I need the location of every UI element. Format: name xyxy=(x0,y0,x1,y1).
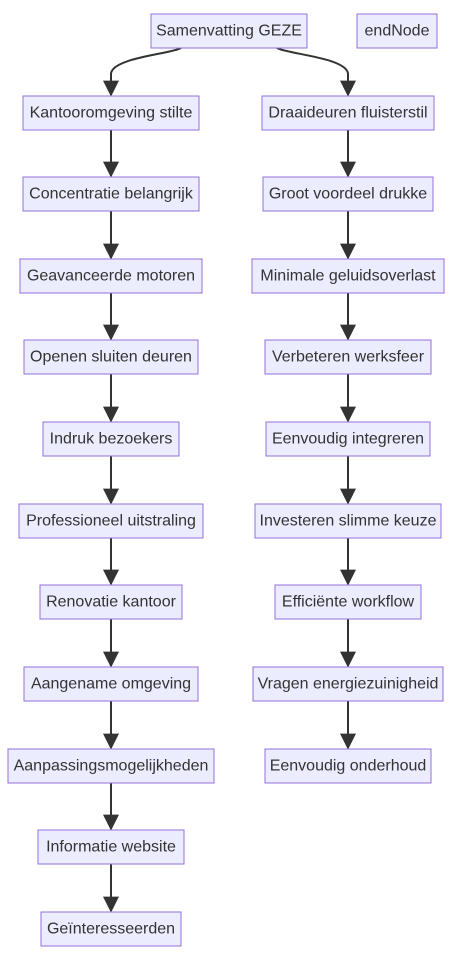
node-box xyxy=(23,339,199,375)
node-box xyxy=(22,95,200,131)
node-box xyxy=(274,584,422,620)
node-label: Geïnteresseerden xyxy=(47,921,175,938)
node-l7: Renovatie kantoor xyxy=(39,584,183,620)
node-box xyxy=(37,829,185,865)
node-l5: Indruk bezoekers xyxy=(42,421,180,457)
node-box xyxy=(39,584,183,620)
node-r3: Minimale geluidsoverlast xyxy=(251,258,445,294)
node-end: endNode xyxy=(356,13,438,49)
node-l4: Openen sluiten deuren xyxy=(23,339,199,375)
node-box xyxy=(264,748,432,784)
node-label: Verbeteren werksfeer xyxy=(272,349,425,366)
node-label: Geavanceerde motoren xyxy=(27,268,195,285)
node-label: Kantooromgeving stilte xyxy=(30,105,193,122)
node-l11: Geïnteresseerden xyxy=(40,911,182,947)
node-l8: Aangename omgeving xyxy=(23,666,199,702)
node-label: Minimale geluidsoverlast xyxy=(260,268,436,285)
edge-summary-to-l1 xyxy=(103,47,182,97)
node-box xyxy=(19,258,203,294)
node-label: Samenvatting GEZE xyxy=(156,23,302,40)
node-box xyxy=(7,748,215,784)
node-label: Openen sluiten deuren xyxy=(30,349,192,366)
node-label: Professioneel uitstraling xyxy=(26,513,196,530)
node-label: Aangename omgeving xyxy=(31,676,191,693)
node-summary: Samenvatting GEZE xyxy=(150,13,308,49)
node-box xyxy=(18,503,204,539)
node-label: Aanpassingsmogelijkheden xyxy=(14,758,209,775)
node-r5: Eenvoudig integreren xyxy=(265,421,431,457)
node-l1: Kantooromgeving stilte xyxy=(22,95,200,131)
node-label: Informatie website xyxy=(46,839,176,856)
node-label: Investeren slimme keuze xyxy=(260,513,437,530)
node-label: Renovatie kantoor xyxy=(46,594,177,611)
edge-summary-to-r1 xyxy=(276,47,356,97)
node-box xyxy=(150,13,308,49)
node-r2: Groot voordeel drukke xyxy=(262,176,434,212)
node-box xyxy=(23,666,199,702)
node-box xyxy=(264,339,432,375)
node-box xyxy=(262,176,434,212)
node-label: Eenvoudig integreren xyxy=(272,431,424,448)
node-l2: Concentratie belangrijk xyxy=(22,176,200,212)
node-l10: Informatie website xyxy=(37,829,185,865)
node-r9: Eenvoudig onderhoud xyxy=(264,748,432,784)
node-box xyxy=(40,911,182,947)
node-l6: Professioneel uitstraling xyxy=(18,503,204,539)
node-label: Groot voordeel drukke xyxy=(269,186,427,203)
node-box xyxy=(265,421,431,457)
node-r1: Draaideuren fluisterstil xyxy=(261,95,435,131)
node-label: Eenvoudig onderhoud xyxy=(270,758,427,775)
nodes-layer: Samenvatting GEZE endNodeKantooromgeving … xyxy=(7,13,445,947)
node-box xyxy=(261,95,435,131)
node-label: Vragen energiezuinigheid xyxy=(258,676,439,693)
node-r8: Vragen energiezuinigheid xyxy=(252,666,444,702)
node-box xyxy=(42,421,180,457)
node-r6: Investeren slimme keuze xyxy=(254,503,442,539)
edges-layer xyxy=(103,47,356,913)
node-l3: Geavanceerde motoren xyxy=(19,258,203,294)
node-r7: Efficiënte workflow xyxy=(274,584,422,620)
node-box xyxy=(251,258,445,294)
node-label: Efficiënte workflow xyxy=(282,594,415,611)
node-label: Concentratie belangrijk xyxy=(29,186,194,203)
node-box xyxy=(252,666,444,702)
node-r4: Verbeteren werksfeer xyxy=(264,339,432,375)
node-label: Draaideuren fluisterstil xyxy=(268,105,427,122)
node-l9: Aanpassingsmogelijkheden xyxy=(7,748,215,784)
node-box xyxy=(254,503,442,539)
node-label: Indruk bezoekers xyxy=(50,431,173,448)
node-label: endNode xyxy=(365,23,430,40)
node-box xyxy=(356,13,438,49)
node-box xyxy=(22,176,200,212)
